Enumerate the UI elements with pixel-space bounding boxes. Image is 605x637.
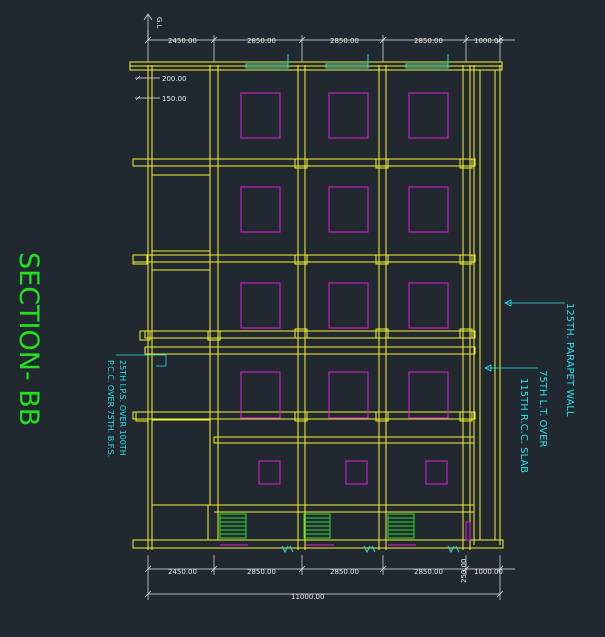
floor-finish-note-line-1: 25TH I.P.S. OVER 100TH [118,360,127,456]
ground-stairs [219,513,415,539]
right-small-dim: 250.00 [460,559,468,584]
lintel-note-line-2: 115TH R.C.C. SLAB [518,378,529,473]
bottom-dim-1: 2450.00 [168,568,197,576]
left-dimension-ticks [135,75,160,101]
top-fixtures [245,54,460,554]
left-dim-2: 150.00 [162,95,187,103]
bottom-dim-4: 2850.00 [414,568,443,576]
building-structure [129,61,504,550]
bottom-dim-2: 2850.00 [247,568,276,576]
bottom-dimension-line [144,555,515,600]
bottom-dim-5: 1000.00 [474,568,503,576]
overall-dim: 11000.00 [291,593,324,601]
lintel-note-line-1: 75TH L.T. OVER [537,370,548,447]
top-dim-1: 2450.00 [168,37,197,45]
top-dim-5: 1000.00 [474,37,503,45]
top-dim-2: 2850.00 [247,37,276,45]
ground-level-label: G.L [155,17,163,29]
annotation-leaders [116,299,565,372]
parapet-wall-note: 125TH. PARAPET WALL [564,303,575,417]
top-dim-3: 2850.00 [330,37,359,45]
top-dimension-line [144,30,515,62]
drawing-title: SECTION- BB [13,252,44,426]
openings [220,92,471,546]
bottom-dim-3: 2850.00 [330,568,359,576]
floor-finish-note-line-2: P.C.C. OVER 75TH. B.F.S. [106,360,115,457]
beam-heads [132,158,473,541]
top-dim-4: 2850.00 [414,37,443,45]
left-dim-1: 200.00 [162,75,187,83]
ground-level-marker [143,13,153,40]
